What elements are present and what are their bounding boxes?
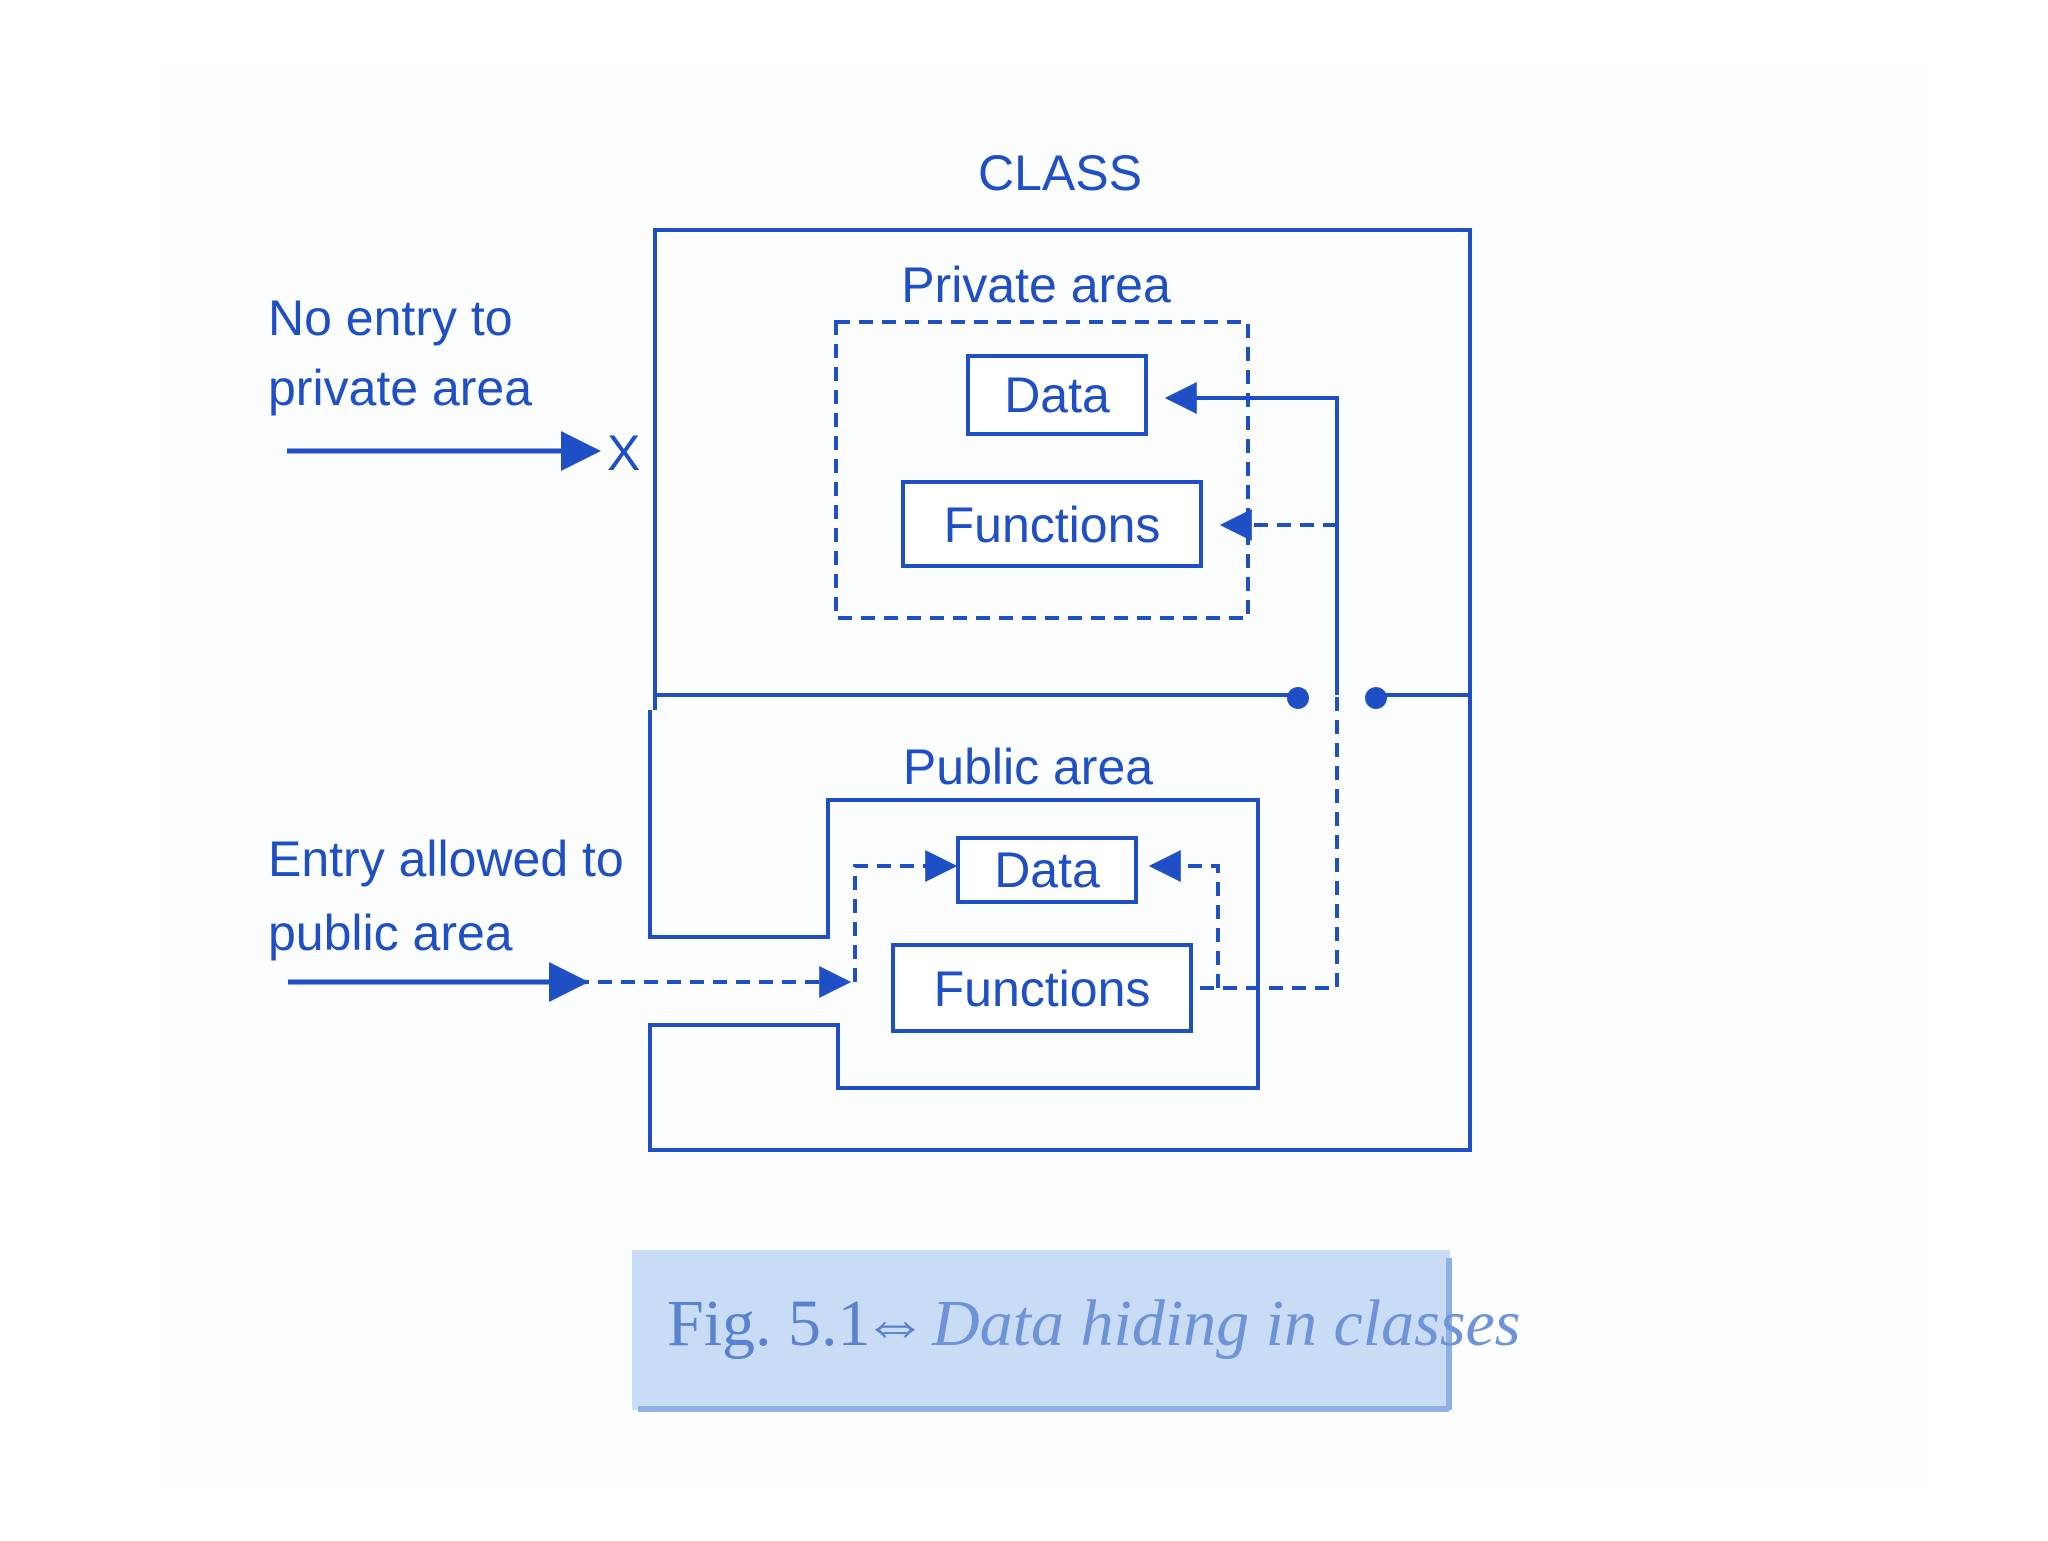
private-area-boundary	[834, 320, 1250, 620]
junction-dot-left	[1287, 687, 1309, 709]
figure-caption: Fig. 5.1 ⇔ Data hiding in classes	[632, 1250, 1521, 1412]
caption-background	[632, 1250, 1450, 1410]
caption-text: Data hiding in classes	[931, 1287, 1521, 1360]
no-entry-label-line2: private area	[268, 360, 532, 416]
entry-allowed-label-line1: Entry allowed to	[268, 831, 624, 887]
caption-arrow-symbol: ⇔	[862, 1287, 928, 1360]
figure-background	[165, 65, 1925, 1485]
arrow-to-public-data-left	[853, 850, 958, 982]
no-entry-label-line1: No entry to	[268, 290, 513, 346]
junction-dot-right	[1365, 687, 1387, 709]
dashed-vertical-access	[1199, 398, 1339, 990]
public-data-box	[956, 836, 1138, 904]
private-functions-box	[901, 480, 1203, 568]
caption-figure-number: Fig. 5.1	[667, 1287, 871, 1360]
private-data-label: Data	[1004, 367, 1110, 423]
arrow-to-public-data	[1148, 850, 1220, 988]
blocked-marker: X	[607, 425, 640, 481]
public-functions-label: Functions	[934, 961, 1151, 1017]
class-boundary	[648, 228, 1472, 1152]
entry-allowed-label-line2: public area	[268, 905, 513, 961]
private-area-label: Private area	[901, 257, 1171, 313]
public-area-label: Public area	[903, 739, 1153, 795]
public-data-label: Data	[994, 842, 1100, 898]
class-label: CLASS	[978, 145, 1142, 201]
private-functions-label: Functions	[944, 497, 1161, 553]
private-data-box	[966, 354, 1148, 436]
public-functions-box	[891, 943, 1193, 1033]
